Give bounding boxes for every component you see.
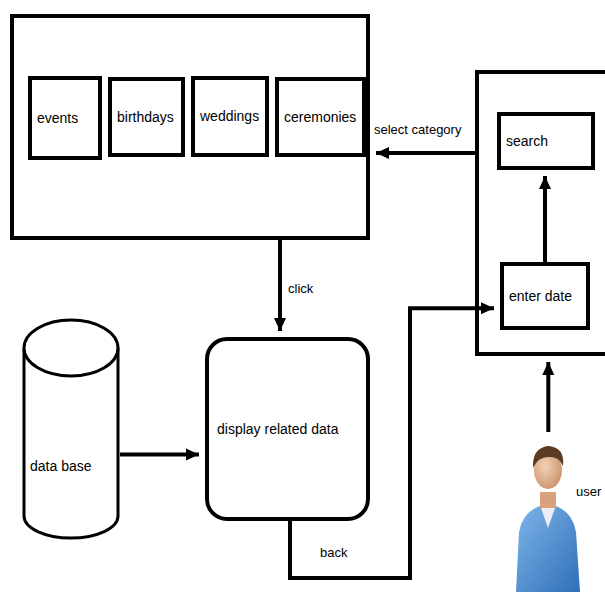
process-box: search bbox=[497, 112, 595, 170]
input-panel: search enter date bbox=[475, 70, 605, 356]
node-label: display related data bbox=[217, 421, 338, 438]
cylinder-outline bbox=[22, 318, 120, 542]
node-label: search bbox=[506, 133, 548, 150]
node-label: ceremonies bbox=[284, 109, 356, 126]
node-label: user bbox=[576, 484, 601, 500]
node-label: weddings bbox=[200, 108, 259, 125]
node-label: birthdays bbox=[117, 109, 174, 126]
user-figure: user bbox=[512, 432, 605, 592]
flow-arrow bbox=[546, 362, 550, 432]
flow-arrow bbox=[543, 176, 547, 262]
category-panel: events birthdays weddings ceremonies bbox=[10, 14, 370, 240]
user-illustration bbox=[512, 432, 605, 592]
flow-arrow bbox=[290, 308, 494, 578]
node-label: events bbox=[37, 110, 78, 127]
category-box: events bbox=[28, 76, 102, 160]
flow-arrow bbox=[376, 151, 475, 155]
category-box: weddings bbox=[191, 76, 269, 157]
node-label: enter date bbox=[509, 288, 572, 305]
database-cylinder: data base bbox=[22, 318, 120, 542]
edge-label: select category bbox=[372, 122, 463, 138]
category-box: birthdays bbox=[108, 77, 185, 157]
user-shirt bbox=[516, 504, 580, 592]
user-hair bbox=[533, 446, 563, 468]
edge-label: click bbox=[286, 281, 315, 297]
node-label: data base bbox=[30, 458, 92, 475]
category-box: ceremonies bbox=[275, 77, 366, 157]
edge-label: back bbox=[318, 545, 349, 561]
user-collar bbox=[541, 508, 555, 528]
process-box: display related data bbox=[205, 337, 370, 521]
flow-arrow bbox=[120, 453, 199, 457]
cylinder-top bbox=[24, 320, 118, 376]
process-box: enter date bbox=[500, 262, 590, 330]
flow-arrow bbox=[278, 240, 282, 331]
